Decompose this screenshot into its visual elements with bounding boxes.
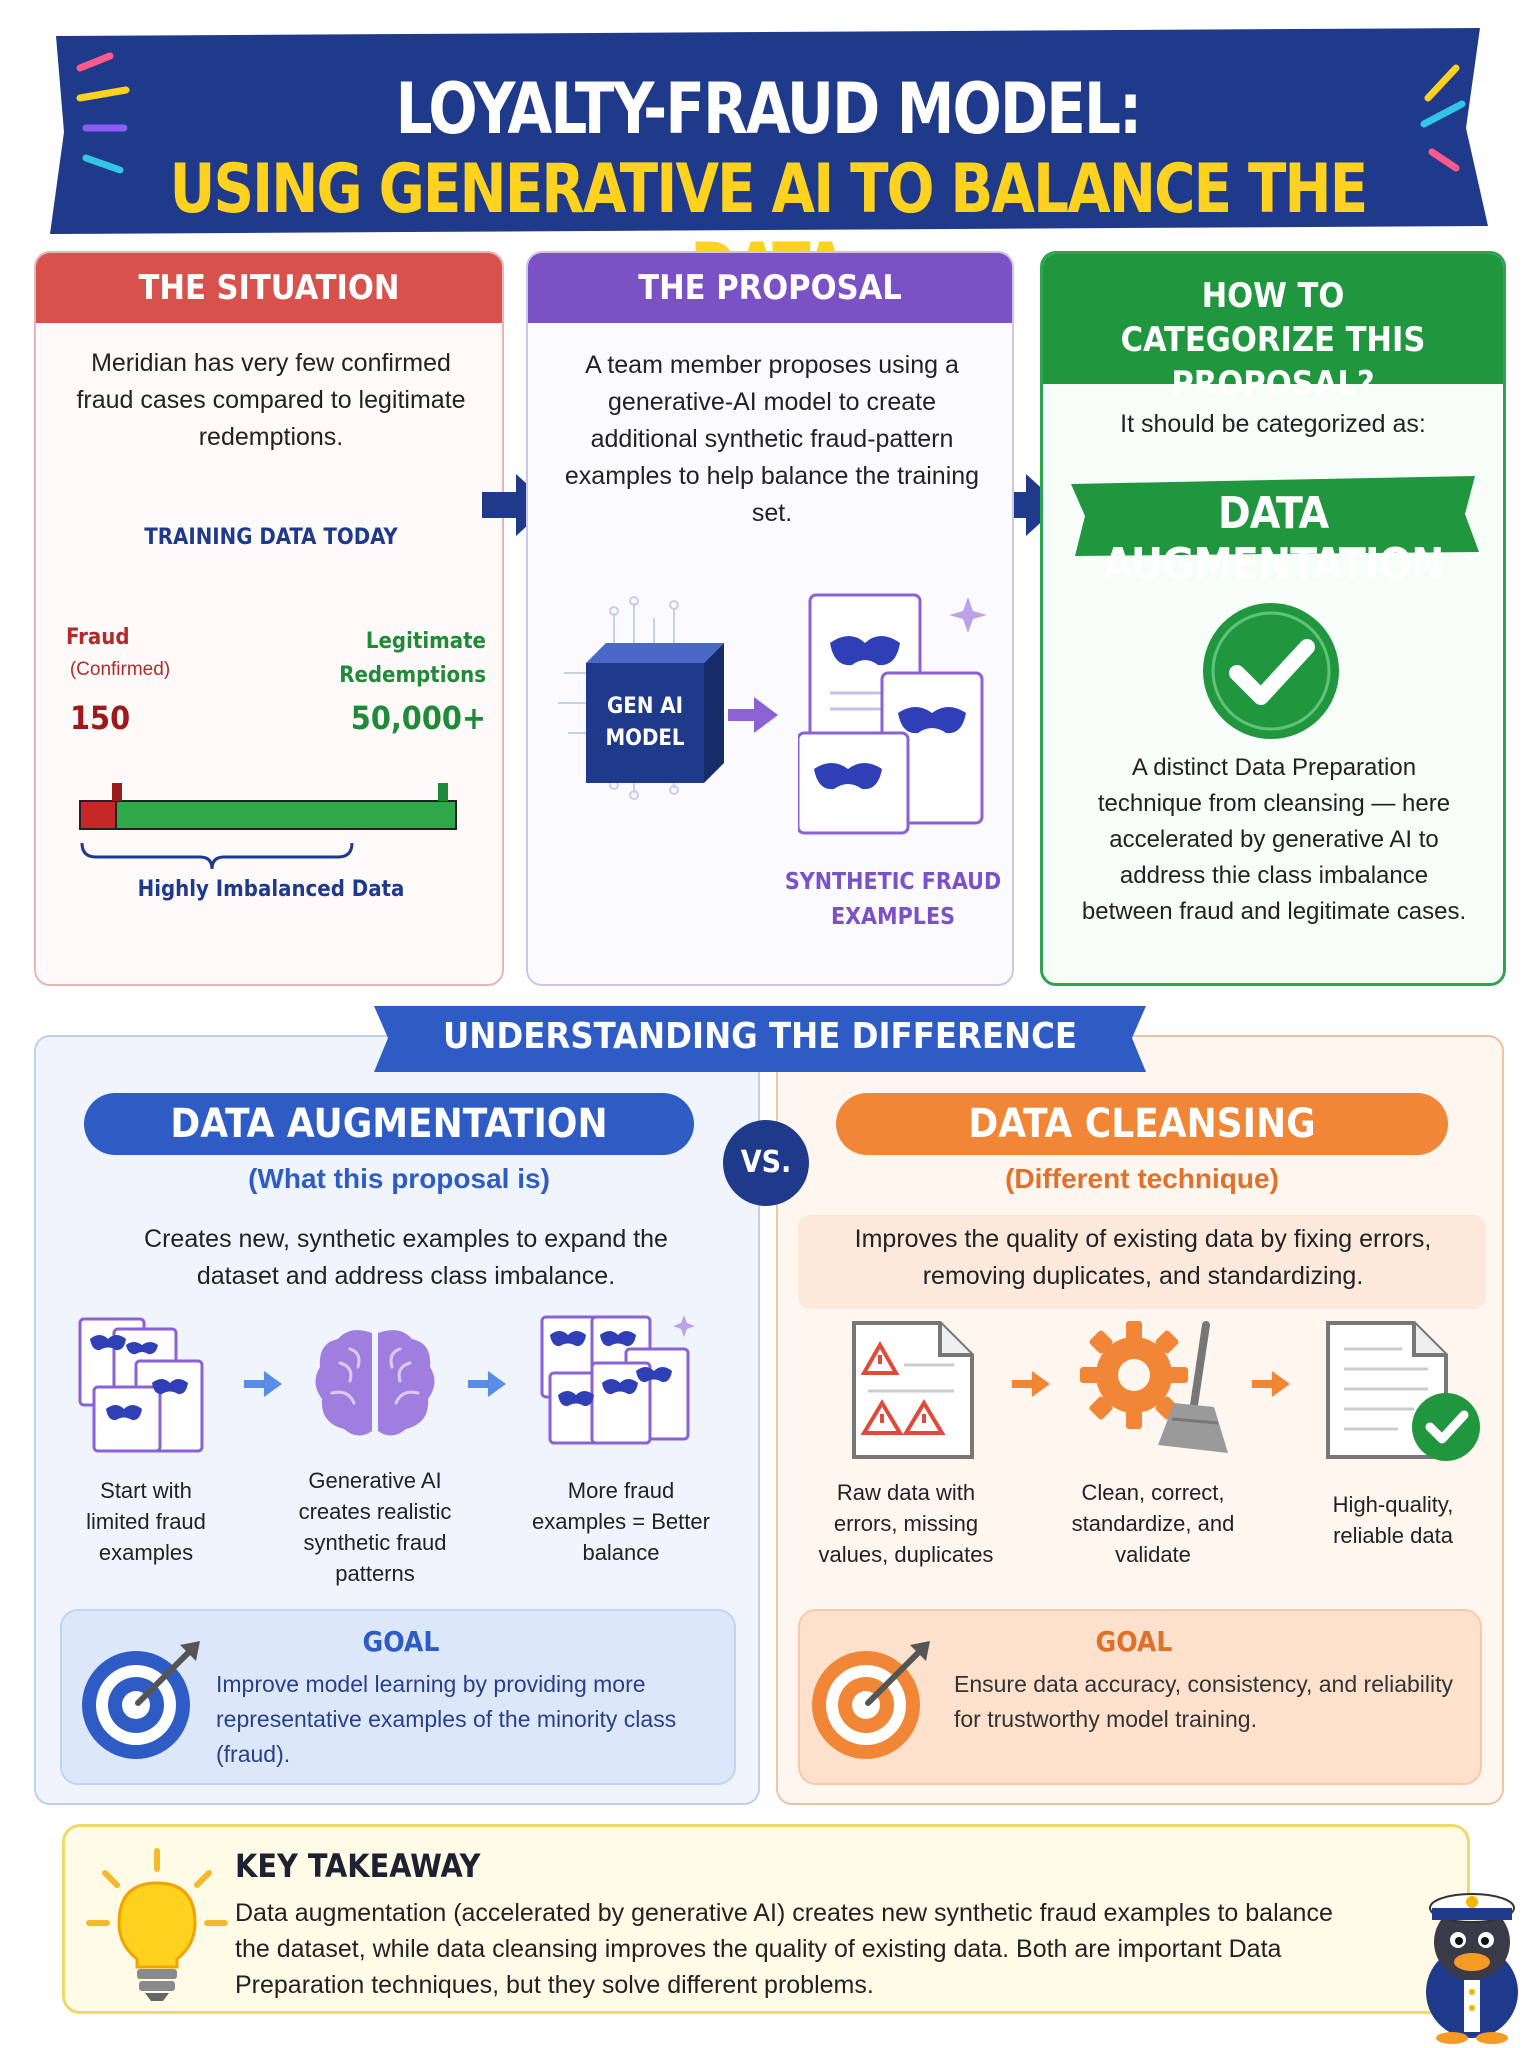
arrow-right-icon	[244, 1371, 282, 1397]
answer-text: DATA AUGMENTATION	[1102, 488, 1445, 590]
proposal-header: THE PROPOSAL	[528, 253, 1012, 323]
cleansing-goal-box: GOAL Ensure data accuracy, consistency, …	[798, 1609, 1482, 1785]
cleansing-step-3: High-quality, reliable data	[1332, 1492, 1454, 1548]
legit-bar	[115, 800, 457, 830]
clean-document-icon	[1326, 1321, 1480, 1461]
cleansing-title: DATA CLEANSING	[836, 1093, 1448, 1155]
cleansing-description: Improves the quality of existing data by…	[854, 1225, 1432, 1290]
augmentation-goal-title: GOAL	[362, 1625, 440, 1658]
categorize-header: HOW TO CATEGORIZE THIS PROPOSAL?	[1043, 254, 1503, 404]
cleansing-description-box	[798, 1215, 1486, 1309]
banner-background	[50, 28, 1488, 234]
target-icon	[82, 1641, 200, 1759]
section-ribbon	[374, 1006, 1146, 1072]
section-title: UNDERSTANDING THE DIFFERENCE	[442, 1016, 1078, 1057]
synthetic-documents-icon	[798, 593, 987, 835]
arrow-right-icon	[1012, 1371, 1050, 1397]
imbalance-brace	[80, 842, 354, 870]
cleansing-subtitle: (Different technique)	[1005, 1163, 1279, 1194]
situation-card: THE SITUATION Meridian has very few conf…	[34, 251, 504, 986]
situation-text: Meridian has very few confirmed fraud ca…	[76, 349, 466, 451]
fraud-marker	[112, 783, 122, 801]
imbalance-label: Highly Imbalanced Data	[137, 877, 405, 902]
vs-badge: VS.	[723, 1120, 809, 1206]
cleansing-step-2: Clean, correct, standardize, and validat…	[1071, 1480, 1235, 1567]
fraud-label: Fraud	[66, 625, 130, 650]
legit-marker	[438, 783, 448, 801]
more-fraud-documents-icon	[540, 1315, 695, 1445]
fraud-bar	[79, 800, 117, 830]
situation-header: THE SITUATION	[36, 253, 502, 323]
augmentation-description: Creates new, synthetic examples to expan…	[144, 1225, 668, 1290]
proposal-card: THE PROPOSAL A team member proposes usin…	[526, 251, 1014, 986]
takeaway-text: Data augmentation (accelerated by genera…	[235, 1899, 1333, 1999]
categorize-card: HOW TO CATEGORIZE THIS PROPOSAL? It shou…	[1040, 251, 1506, 986]
augmentation-step-1: Start with limited fraud examples	[86, 1478, 206, 1565]
cleansing-step-1: Raw data with errors, missing values, du…	[818, 1480, 994, 1567]
takeaway-box: KEY TAKEAWAY Data augmentation (accelera…	[62, 1824, 1470, 2014]
target-icon	[812, 1641, 930, 1759]
categorize-header-text: HOW TO CATEGORIZE THIS PROPOSAL?	[1120, 276, 1426, 404]
chart-title: TRAINING DATA TODAY	[144, 525, 398, 550]
imbalance-chart	[79, 783, 457, 870]
augmentation-goal-text: Improve model learning by providing more…	[216, 1671, 677, 1767]
answer-badge	[1071, 476, 1479, 556]
augmentation-panel: DATA AUGMENTATION (What this proposal is…	[34, 1035, 760, 1805]
proposal-text: A team member proposes using a generativ…	[564, 351, 980, 527]
takeaway-title: KEY TAKEAWAY	[235, 1847, 481, 1885]
checkmark-icon	[1203, 603, 1339, 739]
duck-captain-mascot	[1426, 1893, 1518, 2044]
arrow-right-icon	[1252, 1371, 1290, 1397]
legit-value: 50,000+	[350, 699, 486, 737]
augmentation-goal-box: GOAL Improve model learning by providing…	[60, 1609, 736, 1785]
cleansing-goal-title: GOAL	[1095, 1625, 1173, 1658]
cleansing-goal-text: Ensure data accuracy, consistency, and r…	[954, 1671, 1454, 1732]
fraud-sublabel: (Confirmed)	[69, 659, 171, 680]
arrow-right-icon	[728, 697, 778, 733]
synthetic-examples-label: SYNTHETIC FRAUD EXAMPLES	[784, 869, 1002, 930]
legit-label: Legitimate Redemptions	[339, 629, 486, 688]
fraud-value: 150	[70, 699, 131, 737]
cleansing-panel: DATA CLEANSING (Different technique) Imp…	[776, 1035, 1504, 1805]
arrow-right-icon	[468, 1371, 506, 1397]
warning-document-icon	[852, 1321, 974, 1459]
brain-icon	[315, 1330, 435, 1436]
title-banner: LOYALTY-FRAUD MODEL: USING GENERATIVE AI…	[36, 28, 1500, 308]
augmentation-title: DATA AUGMENTATION	[84, 1093, 694, 1155]
categorize-intro: It should be categorized as:	[1120, 410, 1426, 438]
categorize-text: A distinct Data Preparation technique fr…	[1081, 754, 1467, 925]
banner-title-line1: LOYALTY-FRAUD MODEL:	[395, 68, 1143, 150]
augmentation-step-2: Generative AI creates realistic syntheti…	[298, 1468, 452, 1586]
gen-ai-model-label: GEN AI MODEL	[605, 694, 685, 751]
lightbulb-icon	[86, 1848, 228, 2001]
fraud-documents-icon	[78, 1317, 204, 1453]
augmentation-subtitle: (What this proposal is)	[248, 1163, 550, 1194]
augmentation-step-3: More fraud examples = Better balance	[532, 1478, 710, 1565]
gear-broom-icon	[1080, 1321, 1228, 1453]
gen-ai-cube-icon	[558, 596, 724, 800]
